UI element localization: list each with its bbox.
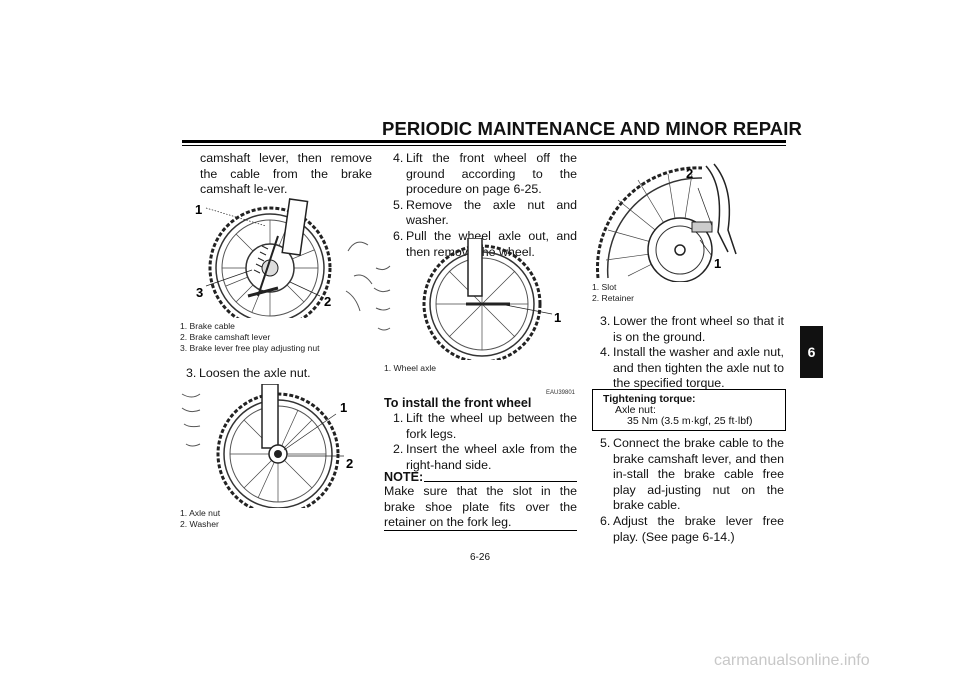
caption: 2. Washer <box>180 519 219 530</box>
step-number: 5. <box>600 436 611 450</box>
caption: 1. Brake cable <box>180 321 235 331</box>
header-rule-thin <box>182 145 786 146</box>
figure-axle-nut: 1 2 <box>181 384 353 508</box>
page-title: PERIODIC MAINTENANCE AND MINOR REPAIR <box>382 118 802 139</box>
install-steps: 1. Lift the wheel up between the fork le… <box>393 411 577 473</box>
install-step-2: 2. Insert the wheel axle from the right-… <box>393 442 577 473</box>
fig1-captions: 1. Brake cable 2. Brake camshaft lever 3… <box>180 321 320 355</box>
callout-3: 3 <box>196 285 203 300</box>
torque-item: Axle nut: <box>615 404 656 416</box>
fig3-captions: 1. Wheel axle <box>384 363 436 374</box>
caption: 2. Retainer <box>592 293 635 304</box>
step-3b: 3. Lower the front wheel so that it is o… <box>600 314 784 345</box>
header-rule <box>182 140 786 143</box>
step-number: 2. <box>393 442 404 457</box>
figure-slot-retainer: 2 1 <box>596 163 737 282</box>
fig2-captions: 1. Axle nut 2. Washer <box>180 508 220 530</box>
step-number: 1. <box>393 411 404 425</box>
step-text: Connect the brake cable to the brake cam… <box>613 436 784 513</box>
figure-wheel-axle: 1 <box>373 238 561 360</box>
final-steps: 5. Connect the brake cable to the brake … <box>600 436 784 545</box>
step-text: Insert the wheel axle from the right-han… <box>406 442 577 472</box>
step-text: Install the washer and axle nut, and the… <box>613 345 784 391</box>
step-4: 4. Lift the front wheel off the ground a… <box>393 151 577 198</box>
caption: 1. Slot <box>592 282 617 292</box>
section-tab[interactable]: 6 <box>800 326 823 378</box>
step-text: Remove the axle nut and washer. <box>406 197 577 228</box>
step-text: Lift the front wheel off the ground acco… <box>406 151 577 197</box>
step-number: 6. <box>600 513 611 528</box>
note-rule-top <box>424 481 577 482</box>
figure-brake-cable: 1 2 3 <box>195 198 373 318</box>
torque-value: 35 Nm (3.5 m·kgf, 25 ft·lbf) <box>627 415 753 427</box>
lower-steps: 3. Lower the front wheel so that it is o… <box>600 314 784 392</box>
step-text: Lift the wheel up between the fork legs. <box>406 411 577 441</box>
caption: 3. Brake lever free play adjusting nut <box>180 343 320 354</box>
note-rule-bottom <box>384 530 577 531</box>
step-text: Adjust the brake lever free play. (See p… <box>613 513 784 544</box>
caption: 1. Wheel axle <box>384 363 437 373</box>
callout-2: 2 <box>346 456 353 471</box>
step-6b: 6. Adjust the brake lever free play. (Se… <box>600 514 784 545</box>
caption: 2. Brake camshaft lever <box>180 332 271 343</box>
step-text: Lower the front wheel so that it is on t… <box>613 314 784 344</box>
note-label: NOTE: <box>384 470 424 484</box>
step-5b: 5. Connect the brake cable to the brake … <box>600 436 784 514</box>
step-text: Loosen the axle nut. <box>199 366 311 380</box>
step-number: 4. <box>393 151 404 165</box>
callout-1: 1 <box>714 256 721 271</box>
step-number: 3. <box>186 366 197 380</box>
step-number: 4. <box>600 345 611 360</box>
caption: 1. Axle nut <box>180 508 221 518</box>
step-number: 3. <box>600 314 611 328</box>
callout-2: 2 <box>324 294 331 309</box>
torque-box: Tightening torque: Axle nut: 35 Nm (3.5 … <box>592 389 786 431</box>
step-number: 5. <box>393 197 404 212</box>
step-number: 6. <box>393 228 404 243</box>
watermark[interactable]: carmanualsonline.info <box>714 652 870 669</box>
step-4b: 4. Install the washer and axle nut, and … <box>600 345 784 392</box>
callout-1: 1 <box>195 202 202 217</box>
removal-steps: 4. Lift the front wheel off the ground a… <box>393 151 577 260</box>
step-5: 5. Remove the axle nut and washer. <box>393 198 577 229</box>
intro-text: camshaft lever, then remove the cable fr… <box>200 151 372 197</box>
note-text: Make sure that the slot in the brake sho… <box>384 484 577 530</box>
fig4-captions: 1. Slot 2. Retainer <box>592 282 634 304</box>
callout-1: 1 <box>340 400 347 415</box>
step-3: 3. Loosen the axle nut. <box>186 366 372 382</box>
section-heading: To install the front wheel <box>384 396 532 410</box>
reference-code: EAU39801 <box>546 390 576 396</box>
install-step-1: 1. Lift the wheel up between the fork le… <box>393 411 577 442</box>
callout-2: 2 <box>686 166 693 181</box>
torque-title: Tightening torque: <box>603 393 696 405</box>
callout-1: 1 <box>554 310 561 325</box>
page-number: 6-26 <box>470 552 491 563</box>
